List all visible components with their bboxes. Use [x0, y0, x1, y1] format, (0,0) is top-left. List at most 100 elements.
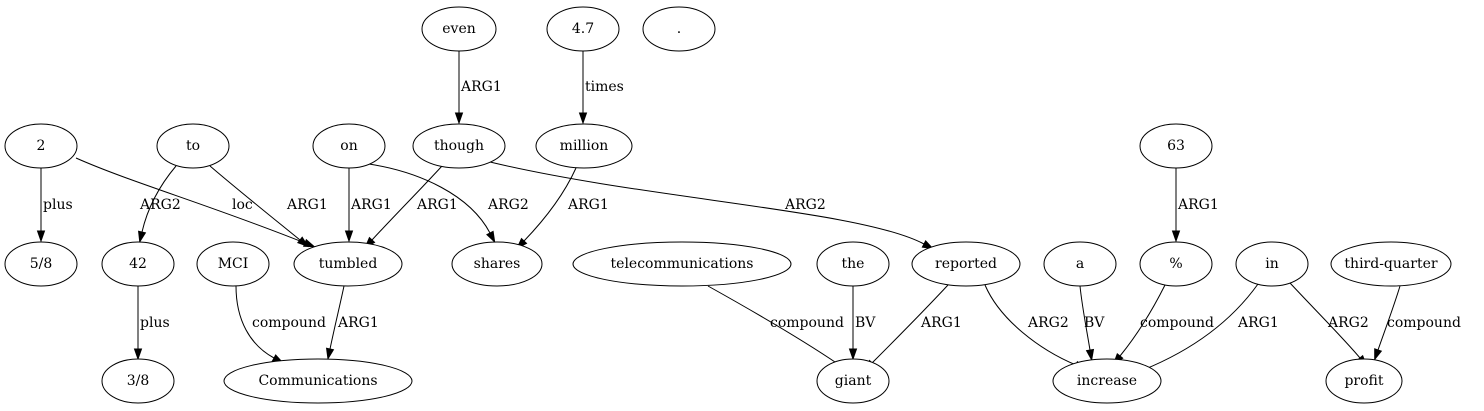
- edge-label: ARG2: [1327, 315, 1369, 331]
- node-label: in: [1265, 256, 1279, 272]
- edge-even-though: ARG1: [454, 51, 502, 125]
- node-the: the: [816, 241, 890, 287]
- node-label: MCI: [218, 256, 249, 272]
- node-ellipse: [642, 6, 716, 52]
- edge-to-n42: ARG2: [138, 165, 181, 244]
- node-even: even: [421, 6, 497, 52]
- node-ellipse: [1043, 241, 1117, 287]
- node-a: a: [1043, 241, 1117, 287]
- edge-reported-increase: ARG2: [984, 284, 1087, 370]
- node-label: .: [677, 21, 681, 37]
- edge-n47-million: times: [578, 51, 624, 125]
- edge-label: plus: [140, 315, 170, 331]
- node-pct: %: [1139, 241, 1213, 287]
- edge-reported-giant: ARG1: [863, 284, 962, 372]
- arrowhead-icon: [578, 112, 588, 125]
- node-label: 3/8: [127, 373, 150, 389]
- edge-line: [871, 284, 949, 364]
- edge-label: compound: [1387, 315, 1461, 331]
- node-though: though: [412, 123, 506, 169]
- edge-label: BV: [1084, 315, 1105, 331]
- edge-million-shares: ARG1: [516, 167, 609, 250]
- node-label: tumbled: [319, 256, 378, 272]
- edge-though-reported: ARG2: [489, 161, 935, 250]
- arrowhead-icon: [344, 230, 354, 243]
- arrowhead-icon: [36, 230, 46, 243]
- edge-label: ARG2: [139, 197, 181, 213]
- edge-tumbled-comms: ARG1: [325, 285, 379, 361]
- edge-line: [489, 161, 925, 245]
- node-two: 2: [4, 123, 78, 169]
- arrowhead-icon: [1374, 348, 1383, 361]
- edge-line: [371, 165, 443, 241]
- edge-two-n58: plus: [36, 168, 73, 243]
- node-label: 5/8: [30, 256, 53, 272]
- edge-a-increase: BV: [1079, 285, 1105, 362]
- node-ellipse: [4, 241, 78, 287]
- edge-label: ARG1: [920, 315, 962, 331]
- edge-label: times: [585, 79, 624, 95]
- edge-line: [523, 167, 577, 242]
- node-label: 63: [1167, 138, 1185, 154]
- node-comms: Communications: [223, 358, 413, 404]
- node-giant: giant: [816, 358, 890, 404]
- edge-line: [1119, 284, 1166, 357]
- node-label: telecommunications: [611, 256, 754, 272]
- edge-label: ARG1: [460, 79, 502, 95]
- edge-line: [1377, 285, 1401, 351]
- edge-line: [141, 165, 177, 233]
- edge-on-shares: ARG2: [368, 163, 529, 244]
- edge-line: [235, 285, 275, 359]
- node-in: in: [1235, 241, 1309, 287]
- edge-label: ARG2: [784, 197, 826, 213]
- node-ellipse: [1139, 241, 1213, 287]
- node-ellipse: [546, 6, 620, 52]
- edge-line: [1289, 282, 1361, 359]
- edge-to-tumbled: ARG1: [209, 165, 328, 248]
- node-label: 42: [129, 256, 147, 272]
- node-label: the: [842, 256, 865, 272]
- node-n38: 3/8: [101, 358, 175, 404]
- edge-n42-n38: plus: [133, 286, 170, 361]
- node-ellipse: [572, 241, 792, 287]
- edge-label: compound: [770, 315, 844, 331]
- arrowhead-icon: [296, 236, 309, 248]
- node-label: a: [1076, 256, 1084, 272]
- arrowhead-icon: [454, 112, 464, 125]
- node-n42: 42: [101, 241, 175, 287]
- edge-label: loc: [232, 197, 253, 213]
- edge-label: compound: [1140, 315, 1214, 331]
- node-ellipse: [156, 123, 230, 169]
- edge-line: [368, 163, 491, 234]
- edge-label: ARG2: [487, 197, 529, 213]
- node-n63: 63: [1139, 123, 1213, 169]
- arrowhead-icon: [1171, 230, 1181, 243]
- node-ellipse: [1139, 123, 1213, 169]
- edge-label: ARG1: [350, 197, 392, 213]
- node-label: reported: [935, 256, 997, 272]
- node-label: shares: [474, 256, 521, 272]
- node-label: 2: [37, 138, 46, 154]
- edge-in-profit: ARG2: [1289, 282, 1369, 367]
- node-label: 4.7: [572, 21, 594, 37]
- node-ellipse: [101, 241, 175, 287]
- arrowhead-icon: [1085, 348, 1095, 362]
- node-ellipse: [535, 123, 633, 169]
- node-label: on: [340, 138, 357, 154]
- node-profit: profit: [1325, 358, 1403, 404]
- node-tumbled: tumbled: [293, 241, 403, 287]
- edge-pct-increase: compound: [1112, 284, 1214, 365]
- node-ellipse: [412, 123, 506, 169]
- edge-n63-pct: ARG1: [1171, 167, 1219, 243]
- edge-line: [75, 157, 306, 244]
- edge-label: ARG1: [567, 197, 609, 213]
- node-million: million: [535, 123, 633, 169]
- node-label: third-quarter: [1344, 256, 1437, 272]
- edge-two-tumbled: loc: [75, 157, 316, 248]
- edge-line: [209, 165, 301, 241]
- edge-label: ARG1: [286, 197, 328, 213]
- edge-on-tumbled: ARG1: [344, 168, 392, 243]
